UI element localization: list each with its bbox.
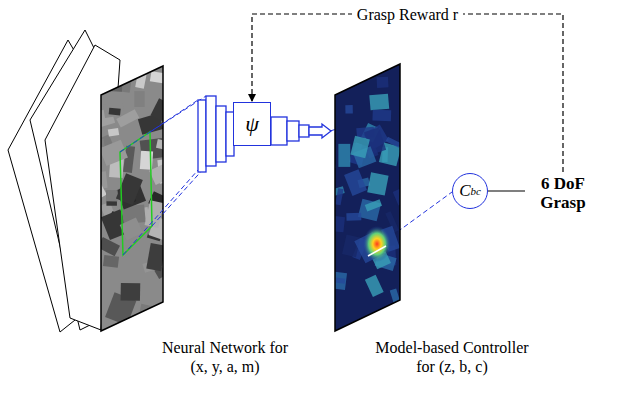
caption-label: Model-based Controller for (z, b, c) xyxy=(372,338,532,376)
grasp-window xyxy=(120,132,152,255)
reward-connector xyxy=(252,14,563,172)
node-text: C xyxy=(459,181,470,201)
connector xyxy=(488,190,525,191)
network-box: ψ xyxy=(233,102,271,146)
caption-label: Neural Network for (x, y, a, m) xyxy=(160,338,290,376)
node-text: 6 DoF Grasp xyxy=(540,174,585,212)
projection-lines xyxy=(120,96,452,255)
controller-circle: Cbc xyxy=(452,173,488,209)
grasp-marker xyxy=(368,246,386,256)
heatmap-frame xyxy=(335,64,400,331)
depth-image xyxy=(67,60,219,346)
heatmap-image xyxy=(275,60,469,340)
edge-label: Grasp Reward r xyxy=(352,5,463,24)
output-text: 6 DoF Grasp xyxy=(528,174,598,212)
depth-frame xyxy=(101,66,163,331)
network-layers xyxy=(198,96,331,172)
node-text: ψ xyxy=(245,111,259,137)
subscript-text: bc xyxy=(470,185,480,197)
